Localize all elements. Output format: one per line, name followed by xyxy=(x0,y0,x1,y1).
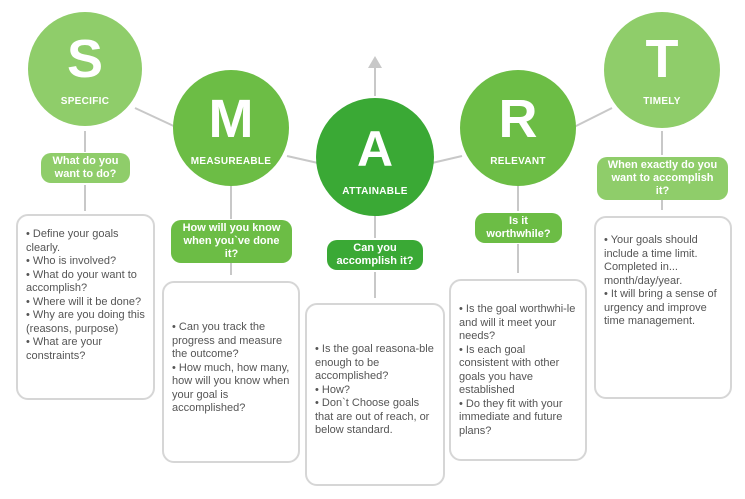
connector-a-r xyxy=(431,155,463,164)
bullet-a-1: Is the goal reasona-ble enough to be acc… xyxy=(315,343,435,384)
circle-s: S SPECIFIC xyxy=(28,12,142,126)
bullet-s-4: Where will it be done? xyxy=(26,296,145,310)
word-attainable: ATTAINABLE xyxy=(342,186,408,197)
details-a: Is the goal reasona-ble enough to be acc… xyxy=(305,303,445,486)
bullet-s-2: Who is involved? xyxy=(26,255,145,269)
bullet-a-2: How? xyxy=(315,384,435,398)
connector-s-m xyxy=(134,107,179,129)
bullet-list-r: Is the goal worthwhi-le and will it meet… xyxy=(459,303,577,438)
details-t: Your goals should include a time limit. … xyxy=(594,216,732,399)
circle-a: A ATTAINABLE xyxy=(316,98,434,216)
bullet-a-3: Don`t Choose goals that are out of reach… xyxy=(315,397,435,438)
connector-m-a xyxy=(286,155,319,164)
letter-a: A xyxy=(356,121,394,177)
bullet-s-5: Why are you doing this (reasons, purpose… xyxy=(26,309,145,336)
word-measureable: MEASUREABLE xyxy=(190,156,272,167)
connector-r-t xyxy=(571,107,613,129)
question-s: What do you want to do? xyxy=(41,153,130,183)
question-m: How will you know when you`ve done it? xyxy=(171,220,292,263)
letter-r: R xyxy=(498,89,538,149)
word-relevant: RELEVANT xyxy=(490,156,546,167)
bullet-list-t: Your goals should include a time limit. … xyxy=(604,234,722,329)
bullet-r-3: Do they fit with your immediate and futu… xyxy=(459,398,577,439)
details-s: Define your goals clearly. Who is involv… xyxy=(16,214,155,400)
bullet-list-a: Is the goal reasona-ble enough to be acc… xyxy=(315,343,435,438)
bullet-t-2: It will bring a sense of urgency and imp… xyxy=(604,288,722,329)
bullet-m-2: How much, how many, how will you know wh… xyxy=(172,362,290,416)
question-a: Can you accomplish it? xyxy=(327,240,423,270)
bullet-s-3: What do your want to accomplish? xyxy=(26,269,145,296)
letter-m: M xyxy=(208,89,254,149)
details-r: Is the goal worthwhi-le and will it meet… xyxy=(449,279,587,461)
circle-t: T TIMELY xyxy=(604,12,720,128)
bullet-s-6: What are your constraints? xyxy=(26,336,145,363)
circle-r: R RELEVANT xyxy=(460,70,576,186)
question-t: When exactly do you want to accomplish i… xyxy=(597,157,728,200)
bullet-r-2: Is each goal consistent with other goals… xyxy=(459,344,577,398)
question-r: Is it worthwhile? xyxy=(475,213,562,243)
bullet-list-s: Define your goals clearly. Who is involv… xyxy=(26,228,145,363)
letter-t: T xyxy=(645,29,679,89)
circle-m: M MEASUREABLE xyxy=(173,70,289,186)
bullet-s-1: Define your goals clearly. xyxy=(26,228,145,255)
bullet-r-1: Is the goal worthwhi-le and will it meet… xyxy=(459,303,577,344)
details-m: Can you track the progress and measure t… xyxy=(162,281,300,463)
bullet-list-m: Can you track the progress and measure t… xyxy=(172,321,290,416)
word-specific: SPECIFIC xyxy=(60,96,110,107)
letter-s: S xyxy=(66,29,104,89)
up-arrow-head xyxy=(368,56,382,68)
word-timely: TIMELY xyxy=(643,96,681,107)
bullet-t-1: Your goals should include a time limit. … xyxy=(604,234,722,288)
bullet-m-1: Can you track the progress and measure t… xyxy=(172,321,290,362)
